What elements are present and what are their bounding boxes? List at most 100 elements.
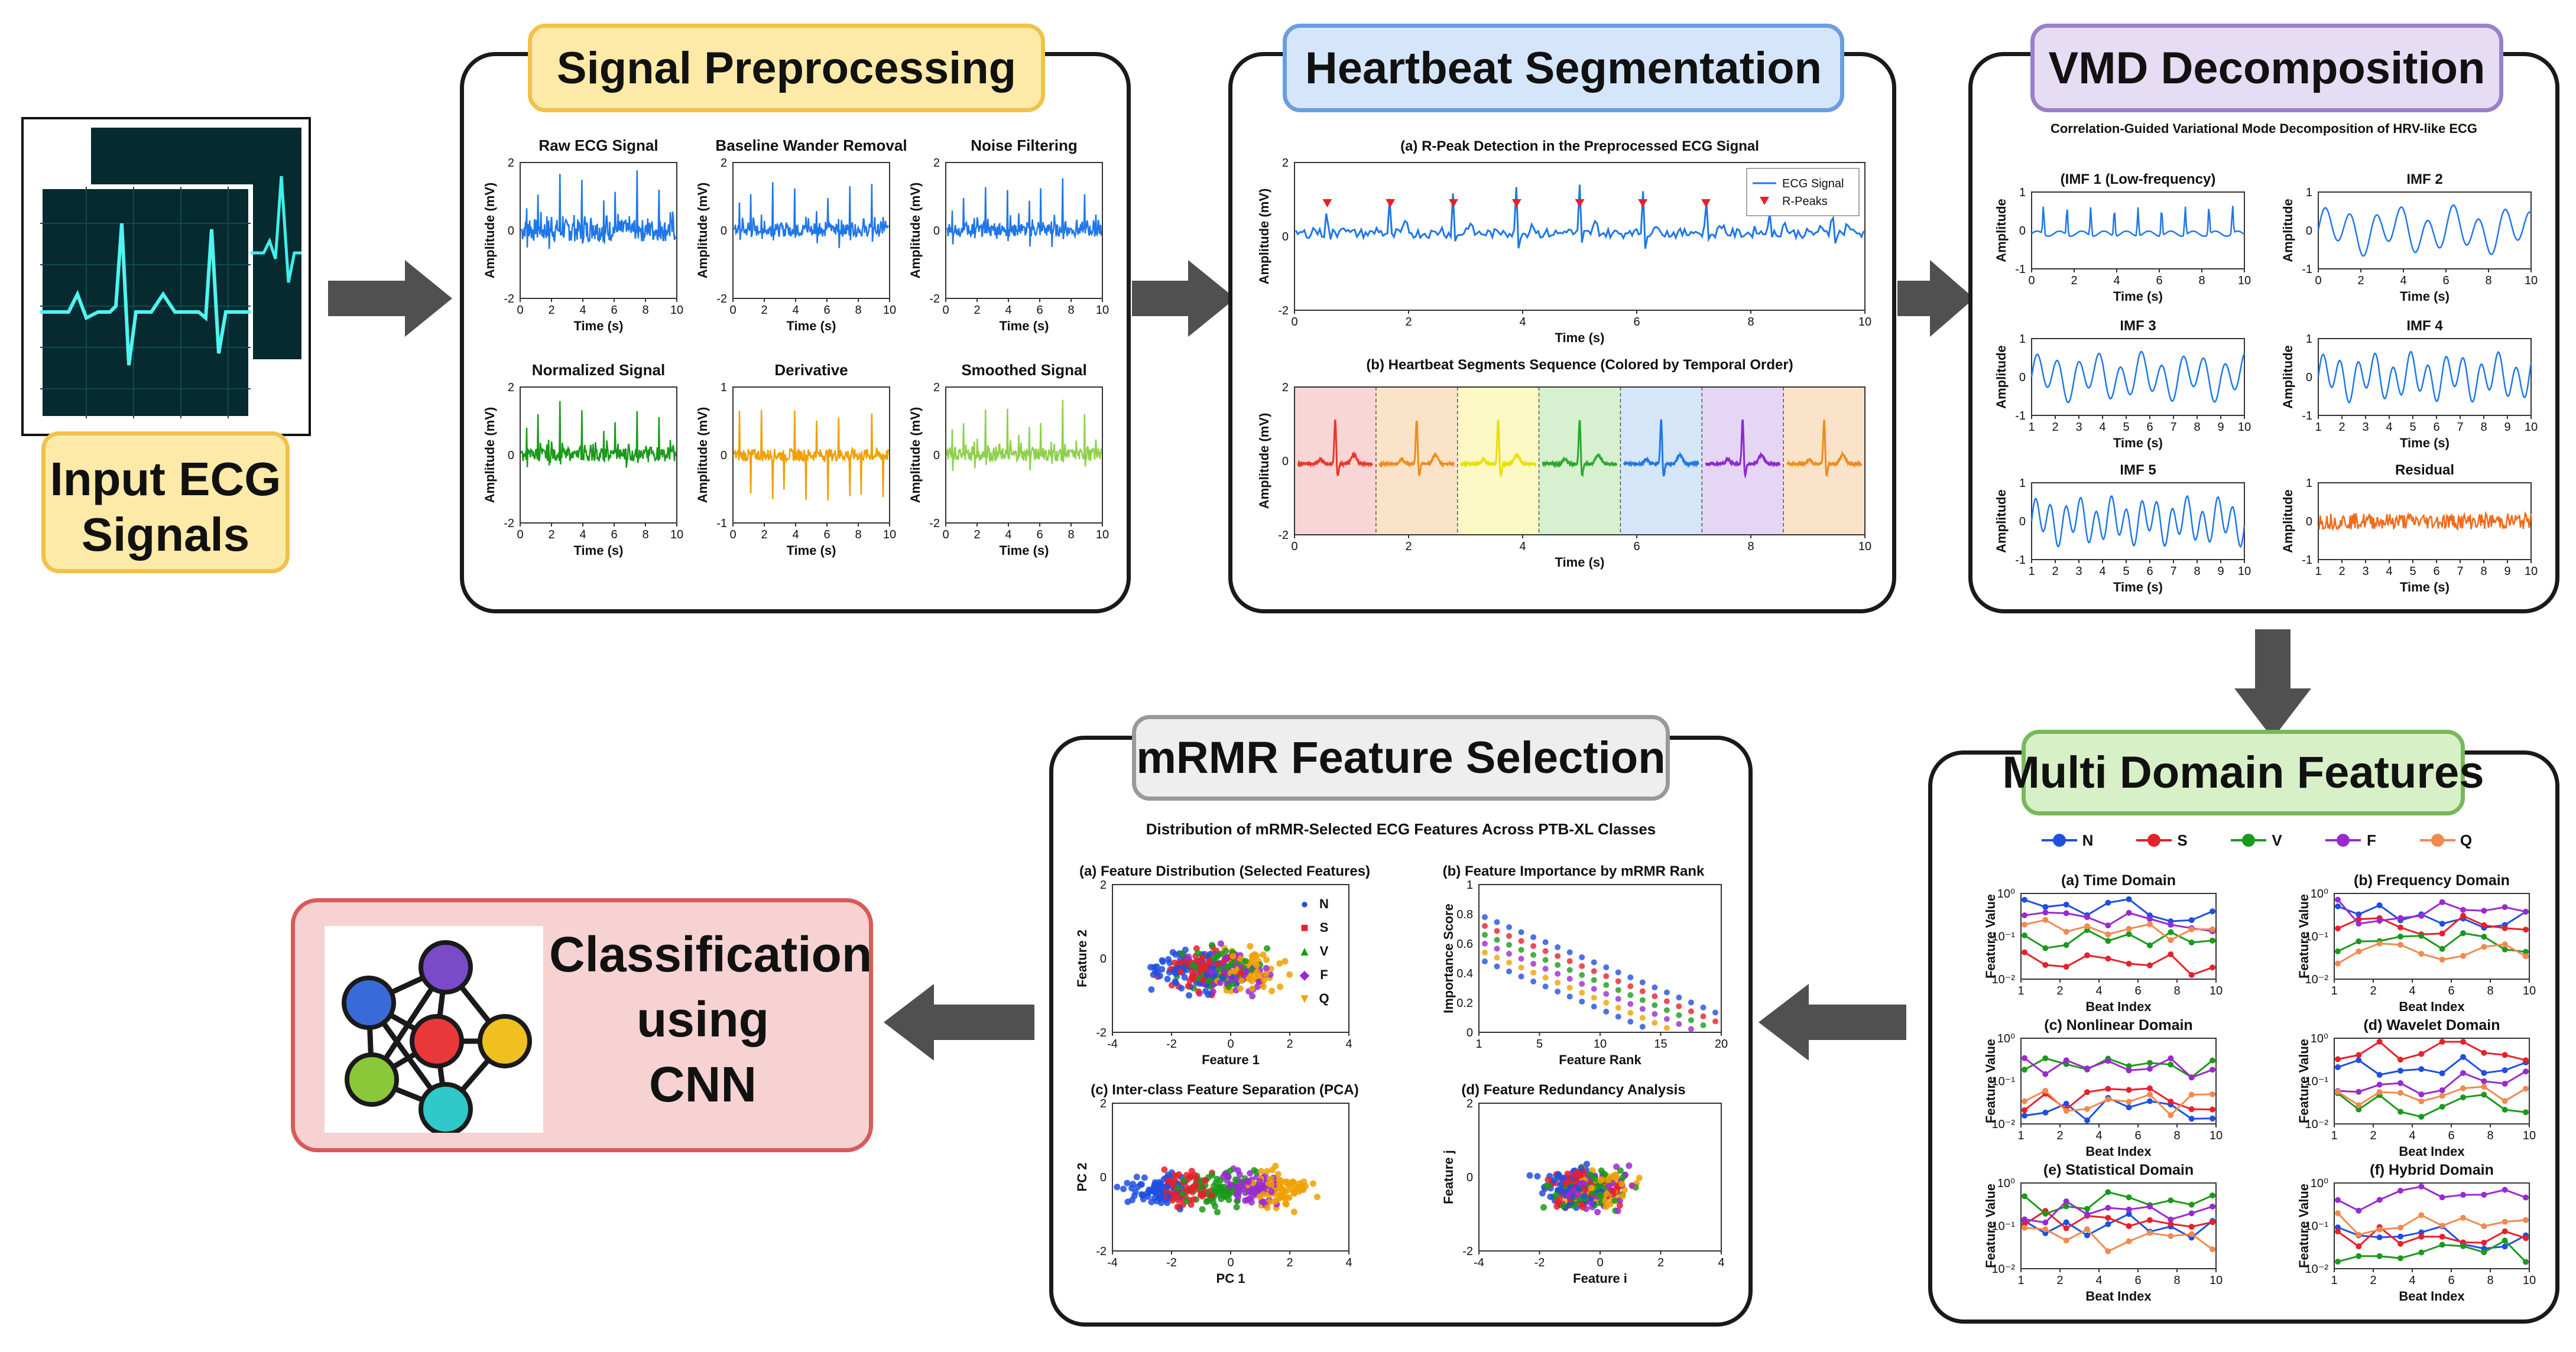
mrmr-a-point <box>1277 983 1284 990</box>
md-plot-x-tick-label: 6 <box>2448 984 2454 997</box>
vmd-plot-y-label: Amplitude <box>1994 489 2009 553</box>
seg-r-peak-marker <box>1386 199 1396 207</box>
mrmr-a-point <box>1286 971 1293 978</box>
pre-signal-line <box>733 410 890 501</box>
seg-a-x-tick-label: 0 <box>1291 316 1297 329</box>
mrmr-b-point <box>1676 1003 1682 1009</box>
vmd-plot-x-tick-label: 6 <box>2146 421 2153 434</box>
mrmr-c-point <box>1190 1196 1197 1203</box>
mrmr-c-point <box>1243 1178 1250 1185</box>
pre-plot-x-tick-label: 8 <box>855 304 861 317</box>
vmd-plot-y-label: Amplitude <box>2280 199 2295 262</box>
arrow-multidomain-to-mrmr <box>1759 984 1906 1061</box>
mrmr-b-point <box>1615 969 1621 976</box>
seg-r-peak-marker <box>1575 199 1585 207</box>
md-plot-y-tick-label: 10⁻² <box>2305 973 2329 986</box>
mrmr-legend-marker: ▲ <box>1298 944 1311 958</box>
mrmr-b-point <box>1518 964 1524 971</box>
vmd-plot-x-tick-label: 4 <box>2400 274 2406 287</box>
mrmr-legend-marker: ◆ <box>1300 967 1310 982</box>
mrmr-b-point <box>1615 996 1621 1002</box>
md-plot-title: (b) Frequency Domain <box>2354 872 2510 889</box>
mrmr-b-point <box>1506 942 1513 948</box>
mrmr-legend-marker: ▼ <box>1298 991 1311 1006</box>
segmentation-title: Heartbeat Segmentation <box>1283 24 1844 112</box>
md-plot-title: (a) Time Domain <box>2061 872 2176 889</box>
mrmr-c-x-tick-label: -2 <box>1166 1256 1177 1269</box>
mrmr-a-point <box>1199 954 1206 961</box>
pre-plot-x-tick-label: 4 <box>1005 304 1011 317</box>
pre-plot-y-tick-label: -2 <box>716 292 727 306</box>
md-plot-title: (f) Hybrid Domain <box>2370 1162 2494 1178</box>
mrmr-a-point <box>1237 956 1244 962</box>
segmentation-panel: (a) R-Peak Detection in the Preprocessed… <box>1228 52 1896 613</box>
mrmr-c-point <box>1203 1198 1210 1205</box>
md-series-line <box>2337 1055 2526 1076</box>
seg-a-y-tick-label: 0 <box>1282 230 1289 243</box>
md-legend-label: Q <box>2460 831 2472 849</box>
mrmr-a-point <box>1199 976 1206 983</box>
pre-plot-axes <box>520 386 677 524</box>
md-point <box>2523 927 2529 933</box>
md-plot-y-tick-label: 10⁻² <box>1992 1263 2016 1276</box>
mrmr-d-point <box>1578 1181 1585 1188</box>
pre-plot-y-label: Amplitude (mV) <box>695 407 710 503</box>
pre-plot-x-tick-label: 6 <box>611 528 617 541</box>
mrmr-c-point <box>1276 1181 1283 1188</box>
pre-signal-line <box>520 401 677 468</box>
mrmr-c-y-tick-label: 0 <box>1100 1171 1107 1184</box>
mrmr-c-point <box>1132 1188 1139 1195</box>
mrmr-b-point <box>1542 939 1549 945</box>
pre-plot-x-tick-label: 6 <box>1036 304 1043 317</box>
cnn-node <box>418 940 473 994</box>
vmd-plot-x-tick-label: 3 <box>2362 565 2369 578</box>
mrmr-b-point <box>1639 997 1646 1003</box>
mrmr-b-point <box>1566 958 1573 964</box>
pre-plot-x-tick-label: 10 <box>670 304 683 317</box>
mrmr-b-point <box>1530 979 1537 984</box>
vmd-plot-x-tick-label: 2 <box>2338 421 2345 434</box>
vmd-plot-x-tick-label: 6 <box>2146 565 2153 578</box>
mrmr-b-y-label: Importance Score <box>1441 904 1456 1013</box>
md-series-line <box>2337 1086 2526 1106</box>
md-legend-marker <box>2431 834 2444 847</box>
pre-plot-y-tick-label: -2 <box>929 517 940 530</box>
seg-a-x-tick-label: 2 <box>1405 316 1412 329</box>
mrmr-c-point <box>1264 1168 1271 1175</box>
seg-r-peak-marker <box>1322 199 1332 207</box>
vmd-plot-x-tick-label: 4 <box>2386 565 2392 578</box>
mrmr-a-point <box>1248 966 1255 973</box>
mrmr-b-point <box>1579 999 1585 1005</box>
arrow-input-to-preprocessing <box>328 260 452 337</box>
seg-b-y-tick-label: 2 <box>1282 381 1289 394</box>
pre-plot-y-label: Amplitude (mV) <box>908 407 923 503</box>
vmd-plot-x-label: Time (s) <box>2113 289 2163 304</box>
mrmr-d-point <box>1619 1192 1626 1200</box>
md-plot-y-label: Feature Value <box>2296 894 2311 979</box>
mrmr-c-point <box>1296 1184 1303 1191</box>
mrmr-a-y-label: Feature 2 <box>1075 930 1089 987</box>
pre-plot-x-tick-label: 2 <box>548 304 554 317</box>
vmd-plot-x-tick-label: 5 <box>2409 421 2416 434</box>
vmd-plot-x-tick-label: 6 <box>2433 421 2439 434</box>
vmd-plot-x-tick-label: 7 <box>2170 565 2176 578</box>
mrmr-b-point <box>1639 988 1646 994</box>
mrmr-c-y-tick-label: -2 <box>1096 1245 1107 1258</box>
arrow-segmentation-to-vmd <box>1897 260 1974 337</box>
mrmr-a-point <box>1260 951 1267 958</box>
pre-plot-axes <box>945 162 1103 299</box>
mrmr-b-point <box>1579 963 1585 969</box>
mrmr-a-point <box>1243 968 1250 974</box>
mrmr-b-x-tick-label: 15 <box>1654 1038 1667 1051</box>
mrmr-a-point <box>1183 966 1190 973</box>
md-point <box>2523 1235 2529 1242</box>
pre-plot-x-tick-label: 2 <box>761 304 767 317</box>
md-series-line <box>2024 911 2213 932</box>
mrmr-b-point <box>1530 970 1537 976</box>
md-plot-x-label: Beat Index <box>2399 999 2465 1014</box>
pre-plot-y-tick-label: 2 <box>508 381 514 394</box>
mrmr-c-point <box>1314 1194 1321 1201</box>
md-series-line <box>2024 929 2213 950</box>
cnn-node <box>418 1082 473 1133</box>
md-plot-y-label: Feature Value <box>1983 894 1998 979</box>
